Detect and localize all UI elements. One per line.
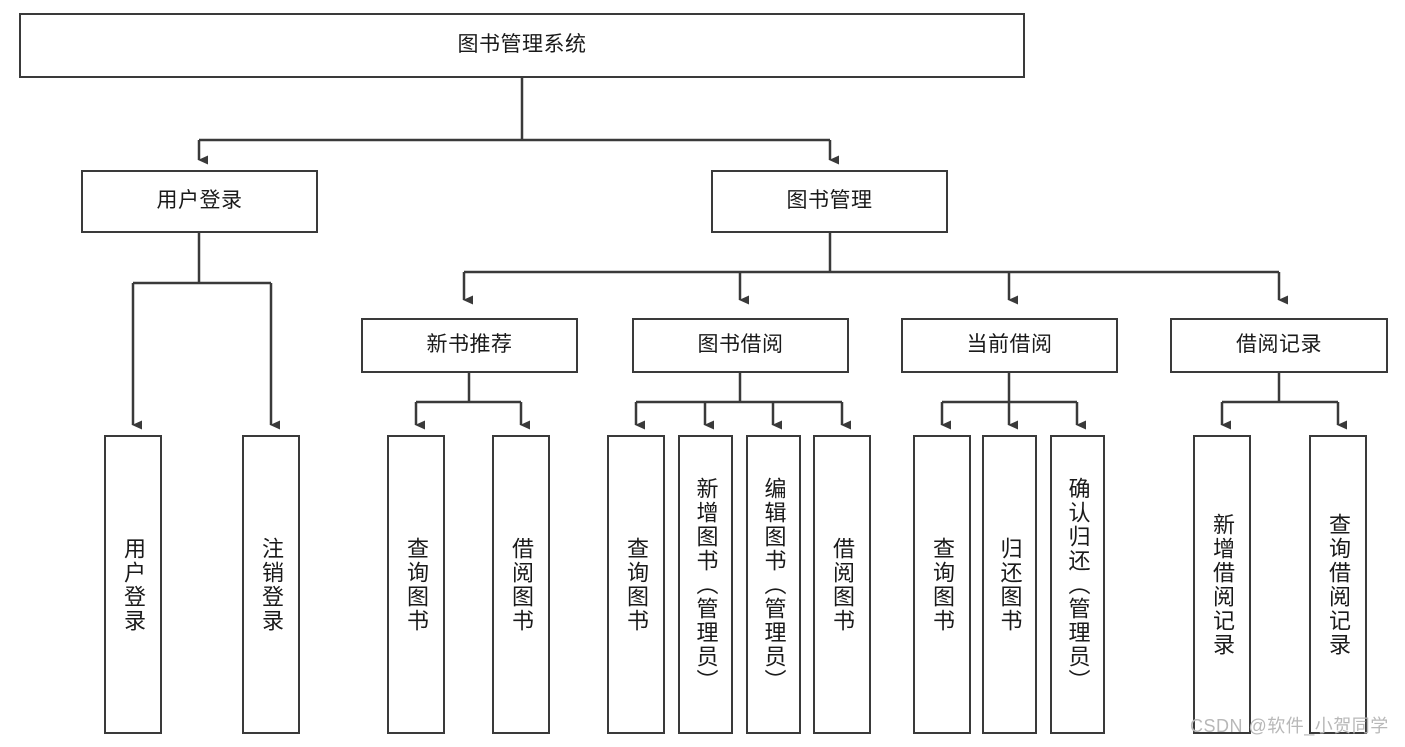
leaf-add-record[interactable]: 新增借阅记录 (1193, 435, 1251, 734)
node-root-label: 图书管理系统 (457, 33, 587, 57)
node-book-borrow-label: 图书借阅 (697, 333, 784, 357)
node-book-borrow[interactable]: 图书借阅 (632, 318, 849, 373)
leaf-query-book-3[interactable]: 查询图书 (913, 435, 971, 734)
leaf-query-record-label: 查询借阅记录 (1325, 512, 1351, 657)
leaf-logout-login[interactable]: 注销登录 (242, 435, 300, 734)
leaf-confirm-return-label: 确认归还（管理员） (1065, 476, 1091, 693)
node-borrow-record[interactable]: 借阅记录 (1170, 318, 1388, 373)
leaf-query-book-2[interactable]: 查询图书 (607, 435, 665, 734)
leaf-query-book-1[interactable]: 查询图书 (387, 435, 445, 734)
leaf-user-login-label: 用户登录 (120, 536, 146, 633)
node-user-login[interactable]: 用户登录 (81, 170, 318, 233)
leaf-logout-login-label: 注销登录 (258, 536, 284, 633)
leaf-borrow-book-2-label: 借阅图书 (829, 536, 855, 633)
leaf-query-book-1-label: 查询图书 (403, 536, 429, 633)
node-borrow-record-label: 借阅记录 (1236, 333, 1322, 357)
leaf-borrow-book-2[interactable]: 借阅图书 (813, 435, 871, 734)
leaf-query-book-2-label: 查询图书 (623, 536, 649, 633)
node-user-login-label: 用户登录 (156, 189, 243, 213)
leaf-query-book-3-label: 查询图书 (929, 536, 955, 633)
node-book-manage[interactable]: 图书管理 (711, 170, 948, 233)
leaf-user-login[interactable]: 用户登录 (104, 435, 162, 734)
leaf-confirm-return[interactable]: 确认归还（管理员） (1050, 435, 1105, 734)
node-new-book-recommend-label: 新书推荐 (426, 333, 513, 357)
leaf-add-record-label: 新增借阅记录 (1209, 512, 1235, 657)
node-current-borrow[interactable]: 当前借阅 (901, 318, 1118, 373)
node-current-borrow-label: 当前借阅 (966, 333, 1053, 357)
node-root[interactable]: 图书管理系统 (19, 13, 1025, 78)
leaf-edit-book[interactable]: 编辑图书（管理员） (746, 435, 801, 734)
leaf-add-book[interactable]: 新增图书（管理员） (678, 435, 733, 734)
leaf-borrow-book-1[interactable]: 借阅图书 (492, 435, 550, 734)
leaf-borrow-book-1-label: 借阅图书 (508, 536, 534, 633)
node-book-manage-label: 图书管理 (786, 189, 873, 213)
leaf-return-book-label: 归还图书 (997, 536, 1023, 633)
leaf-edit-book-label: 编辑图书（管理员） (761, 476, 787, 693)
leaf-add-book-label: 新增图书（管理员） (693, 476, 719, 693)
leaf-return-book[interactable]: 归还图书 (982, 435, 1037, 734)
leaf-query-record[interactable]: 查询借阅记录 (1309, 435, 1367, 734)
node-new-book-recommend[interactable]: 新书推荐 (361, 318, 578, 373)
